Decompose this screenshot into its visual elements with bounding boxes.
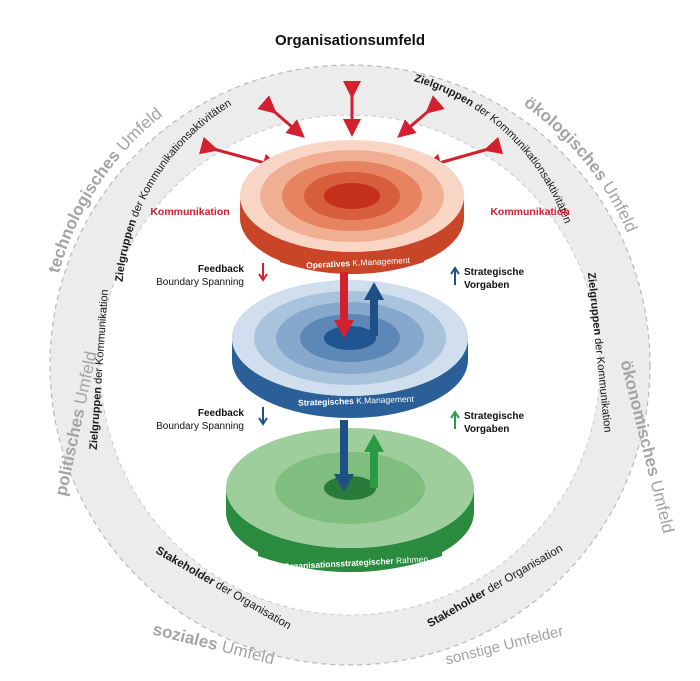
feedback-lower-label: Feedback Boundary Spanning bbox=[156, 407, 268, 432]
vorgaben-up-arrow-shaft-lower bbox=[370, 450, 378, 488]
vorgaben-lower-label: Strategische Vorgaben bbox=[450, 410, 524, 435]
disk-operative-label: Operatives K.Management bbox=[306, 255, 411, 270]
vorgaben-up-arrow-shaft bbox=[370, 298, 378, 336]
vorgaben-upper-label: Strategische Vorgaben bbox=[450, 266, 524, 291]
disk-strategic-label: Strategisches K.Management bbox=[298, 394, 415, 408]
communication-label-left: Kommunikation bbox=[150, 206, 229, 218]
small-arrow-down-red bbox=[258, 263, 268, 282]
feedback-down-arrow-shaft-lower bbox=[340, 420, 348, 478]
svg-text:Boundary Spanning: Boundary Spanning bbox=[156, 421, 244, 432]
comm-arrow-4 bbox=[397, 95, 445, 138]
disk-organisation-band bbox=[258, 540, 442, 572]
svg-text:Strategische: Strategische bbox=[464, 411, 524, 422]
disk-operative-core bbox=[324, 183, 380, 209]
disk-strategic-core bbox=[324, 326, 376, 350]
communication-label-right: Kommunikation bbox=[490, 206, 569, 218]
small-arrow-down-blue bbox=[258, 407, 268, 426]
flow-arrows-lower bbox=[334, 420, 384, 492]
disk-organisation: Organisationsstrategischer Rahmen bbox=[226, 428, 474, 572]
feedback-upper-label: Feedback Boundary Spanning bbox=[156, 263, 268, 288]
page-title: Organisationsumfeld bbox=[275, 32, 425, 49]
vorgaben-up-arrowhead bbox=[364, 282, 384, 300]
feedback-down-arrow-shaft bbox=[340, 272, 348, 324]
feedback-down-arrowhead bbox=[334, 320, 354, 338]
comm-arrow-2 bbox=[257, 95, 305, 138]
svg-text:Feedback: Feedback bbox=[198, 408, 245, 419]
vorgaben-up-arrowhead-lower bbox=[364, 434, 384, 452]
disk-strategic-band bbox=[268, 386, 432, 413]
disk-operative-side bbox=[240, 196, 464, 274]
svg-text:Vorgaben: Vorgaben bbox=[464, 424, 509, 435]
disk-operative-band bbox=[280, 250, 424, 274]
disk-organisation-core bbox=[324, 476, 376, 500]
svg-text:Feedback: Feedback bbox=[198, 264, 245, 275]
svg-text:Strategische: Strategische bbox=[464, 267, 524, 278]
feedback-down-arrowhead-lower bbox=[334, 474, 354, 492]
small-arrow-up-green bbox=[450, 410, 460, 429]
comm-arrow-1 bbox=[198, 136, 281, 172]
comm-arrow-5 bbox=[423, 136, 504, 172]
small-arrow-up-blue bbox=[450, 266, 460, 285]
disk-operative: Operatives K.Management bbox=[240, 140, 464, 274]
disk-strategic: Strategisches K.Management bbox=[232, 280, 468, 418]
communication-arrows bbox=[198, 81, 504, 172]
svg-text:Vorgaben: Vorgaben bbox=[464, 280, 509, 291]
svg-text:Boundary Spanning: Boundary Spanning bbox=[156, 277, 244, 288]
flow-arrows-upper bbox=[334, 272, 384, 338]
